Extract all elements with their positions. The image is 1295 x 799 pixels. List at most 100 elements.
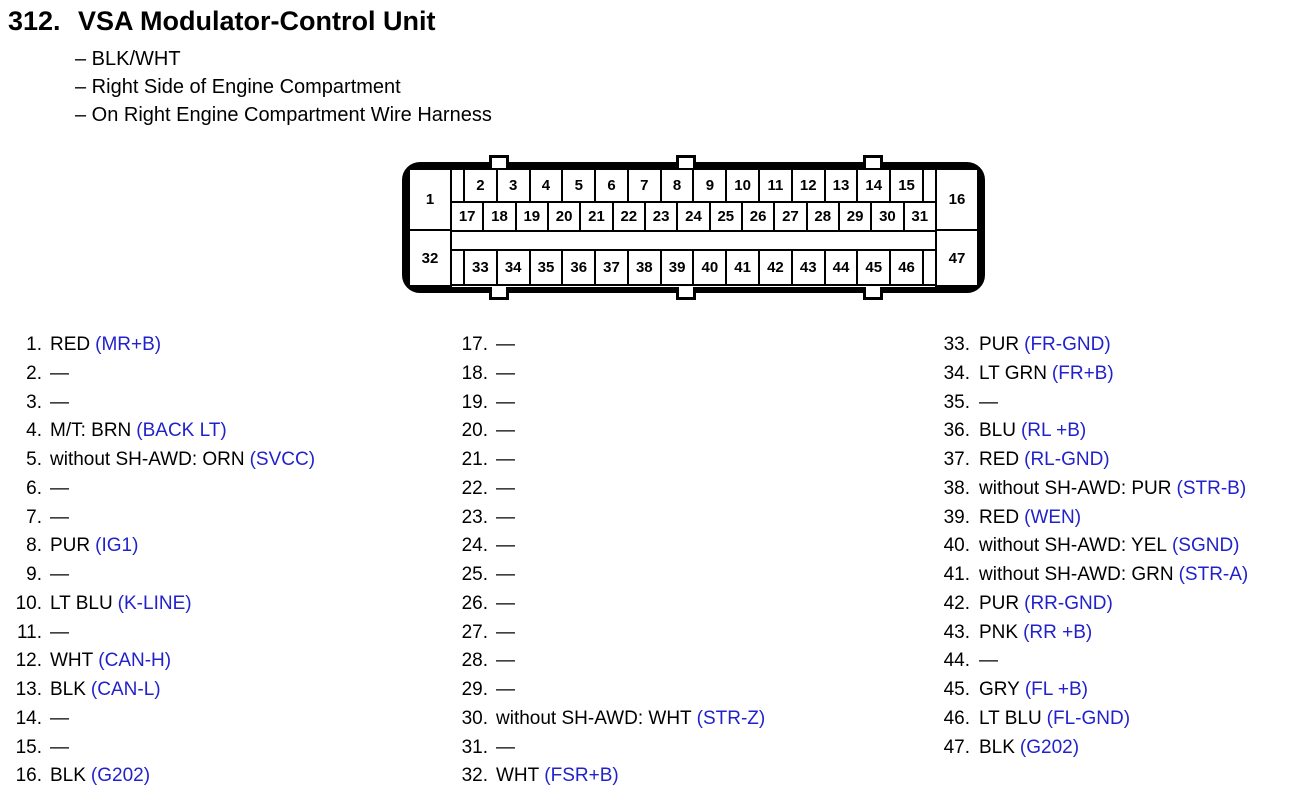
pin-wire-color: GRY: [979, 679, 1020, 700]
pin-number: 42.: [943, 592, 970, 614]
pin-wire-color: —: [496, 334, 515, 355]
connector-row-middle: 17 18 19 20 21 22 23 24 25 26: [450, 201, 937, 232]
pin-number: 28.: [461, 650, 488, 672]
pin-row: 25. —: [452, 561, 765, 590]
pin-cell-32: 32: [408, 229, 452, 287]
pin-number: 33.: [943, 334, 970, 355]
pin-wire-color: —: [50, 621, 69, 643]
pin-row: 43. PNK(RR +B): [926, 619, 1248, 648]
pin-cell: 30: [870, 201, 905, 232]
pin-description: PUR(IG1): [50, 532, 138, 561]
pin-number: 25.: [461, 564, 488, 585]
pin-row: 6. —: [4, 475, 315, 504]
pin-wire-color: —: [979, 650, 998, 672]
pin-row: 2. —: [4, 360, 315, 389]
pin-description: GRY(FL +B): [979, 676, 1088, 705]
pin-wire-color: —: [496, 592, 515, 614]
page-title: VSA Modulator-Control Unit: [78, 6, 436, 36]
pin-row: 7. —: [4, 504, 315, 533]
pin-description: without SH-AWD: ORN(SVCC): [50, 446, 315, 475]
pin-cell: 12: [790, 168, 826, 203]
pin-number: 36.: [943, 420, 970, 442]
pin-number: 15.: [15, 736, 42, 758]
pin-row: 15. —: [4, 734, 315, 763]
pin-cell: 25: [708, 201, 743, 232]
pin-description: BLK(G202): [979, 734, 1079, 763]
pin-row: 9. —: [4, 561, 315, 590]
pin-row: 22. —: [452, 475, 765, 504]
connector-grid: 1 32 16 47 2 3 4 5 6 7 8: [408, 168, 979, 287]
pin-signal-name: (RL-GND): [1024, 449, 1110, 470]
pin-description: PNK(RR +B): [979, 619, 1092, 648]
pin-description: LT BLU(FL-GND): [979, 705, 1130, 734]
pin-wire-color: —: [496, 477, 515, 499]
pin-row: 5. without SH-AWD: ORN(SVCC): [4, 446, 315, 475]
pin-number: 16.: [15, 765, 42, 787]
pin-wire-color: —: [496, 564, 515, 585]
pin-wire-color: LT BLU: [979, 707, 1042, 729]
detail-line: – BLK/WHT: [75, 48, 181, 70]
pin-cell: 28: [805, 201, 840, 232]
pin-signal-name: (RR-GND): [1024, 592, 1113, 614]
pin-signal-name: (BACK LT): [136, 420, 227, 442]
pin-number: 46.: [943, 707, 970, 729]
pin-description: WHT(CAN-H): [50, 647, 171, 676]
pin-row: 14. —: [4, 705, 315, 734]
pin-cell: 13: [823, 168, 859, 203]
pin-row: 38. without SH-AWD: PUR(STR-B): [926, 475, 1248, 504]
pin-number: 37.: [943, 449, 970, 470]
pin-row: 1. RED(MR+B): [4, 331, 315, 360]
pin-description: —: [496, 676, 520, 705]
pin-signal-name: (SGND): [1171, 535, 1240, 557]
pin-number: 40.: [943, 535, 970, 557]
pin-description: without SH-AWD: YEL(SGND): [979, 532, 1240, 561]
pin-description: —: [50, 705, 74, 734]
pin-wire-color: BLK: [50, 765, 86, 787]
connector-row-top-cells: 2 3 4 5 6 7 8 9 10 11: [463, 168, 924, 203]
pin-cell: 31: [902, 201, 937, 232]
pin-row: 17. —: [452, 331, 765, 360]
section-title-row: 312. VSA Modulator-Control Unit: [8, 5, 492, 37]
pin-signal-name: (STR-Z): [696, 707, 766, 729]
pin-description: —: [496, 446, 520, 475]
pin-wire-color: without SH-AWD: GRN: [979, 564, 1174, 585]
pin-number: 39.: [943, 506, 970, 528]
pin-wire-color: RED: [50, 334, 91, 355]
pin-description: —: [50, 734, 74, 763]
pin-cell: 17: [450, 201, 485, 232]
pin-cell: 35: [528, 249, 564, 286]
pin-number: 3.: [26, 391, 42, 413]
pin-row: 19. —: [452, 389, 765, 418]
pin-number: 14.: [15, 707, 42, 729]
pin-description: RED(RL-GND): [979, 446, 1110, 475]
pin-cell: 8: [659, 168, 695, 203]
pin-cell: 24: [676, 201, 711, 232]
pin-row: 4. M/T: BRN(BACK LT): [4, 417, 315, 446]
pin-number: 9.: [26, 564, 42, 585]
pin-number: 19.: [461, 391, 488, 413]
pin-cell: 41: [725, 249, 761, 286]
pin-signal-name: (FL +B): [1024, 679, 1089, 700]
pin-description: BLK(CAN-L): [50, 676, 161, 705]
pin-cell: 46: [889, 249, 924, 286]
pin-wire-color: —: [50, 564, 69, 585]
pin-wire-color: without SH-AWD: PUR: [979, 477, 1172, 499]
pin-cell: 7: [626, 168, 662, 203]
connector-row-bottom-cells: 33 34 35 36 37 38 39 40 41 42: [463, 249, 924, 286]
pin-row: 34. LT GRN(FR+B): [926, 360, 1248, 389]
pin-cell: 37: [594, 249, 629, 286]
connector-row-middle-cells: 17 18 19 20 21 22 23 24 25 26: [450, 201, 937, 232]
section-number: 312.: [8, 6, 61, 36]
pin-wire-color: BLK: [979, 736, 1015, 758]
pin-wire-color: LT BLU: [50, 592, 113, 614]
pin-row: 29. —: [452, 676, 765, 705]
pin-wire-color: —: [50, 736, 69, 758]
pin-signal-name: (RL +B): [1020, 420, 1087, 442]
pin-row: 37. RED(RL-GND): [926, 446, 1248, 475]
pin-cell: 19: [514, 201, 549, 232]
mount-tab-bottom-left: [489, 287, 510, 300]
pin-cell: 38: [626, 249, 662, 286]
blank-cell: [922, 168, 937, 203]
mount-tab-bottom-right: [863, 287, 884, 300]
pin-description: M/T: BRN(BACK LT): [50, 417, 227, 446]
